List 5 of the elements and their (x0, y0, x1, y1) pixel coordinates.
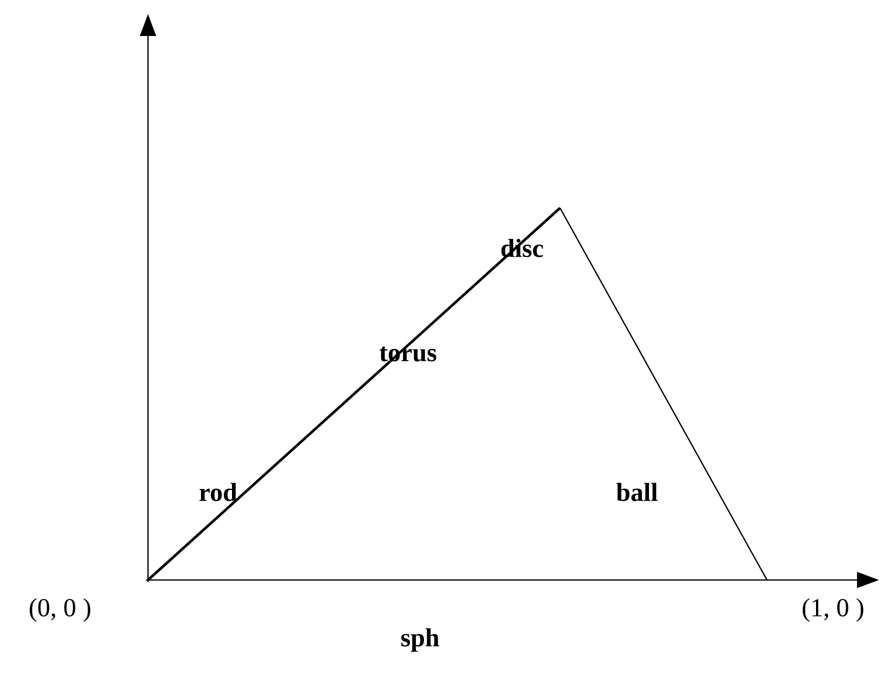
region-label: (1, 0 ) (802, 598, 864, 622)
region-label: rod (199, 482, 237, 502)
region-label: sph (401, 628, 440, 652)
region-label: (0, 0 ) (30, 598, 90, 622)
region-label: ball (616, 482, 658, 502)
